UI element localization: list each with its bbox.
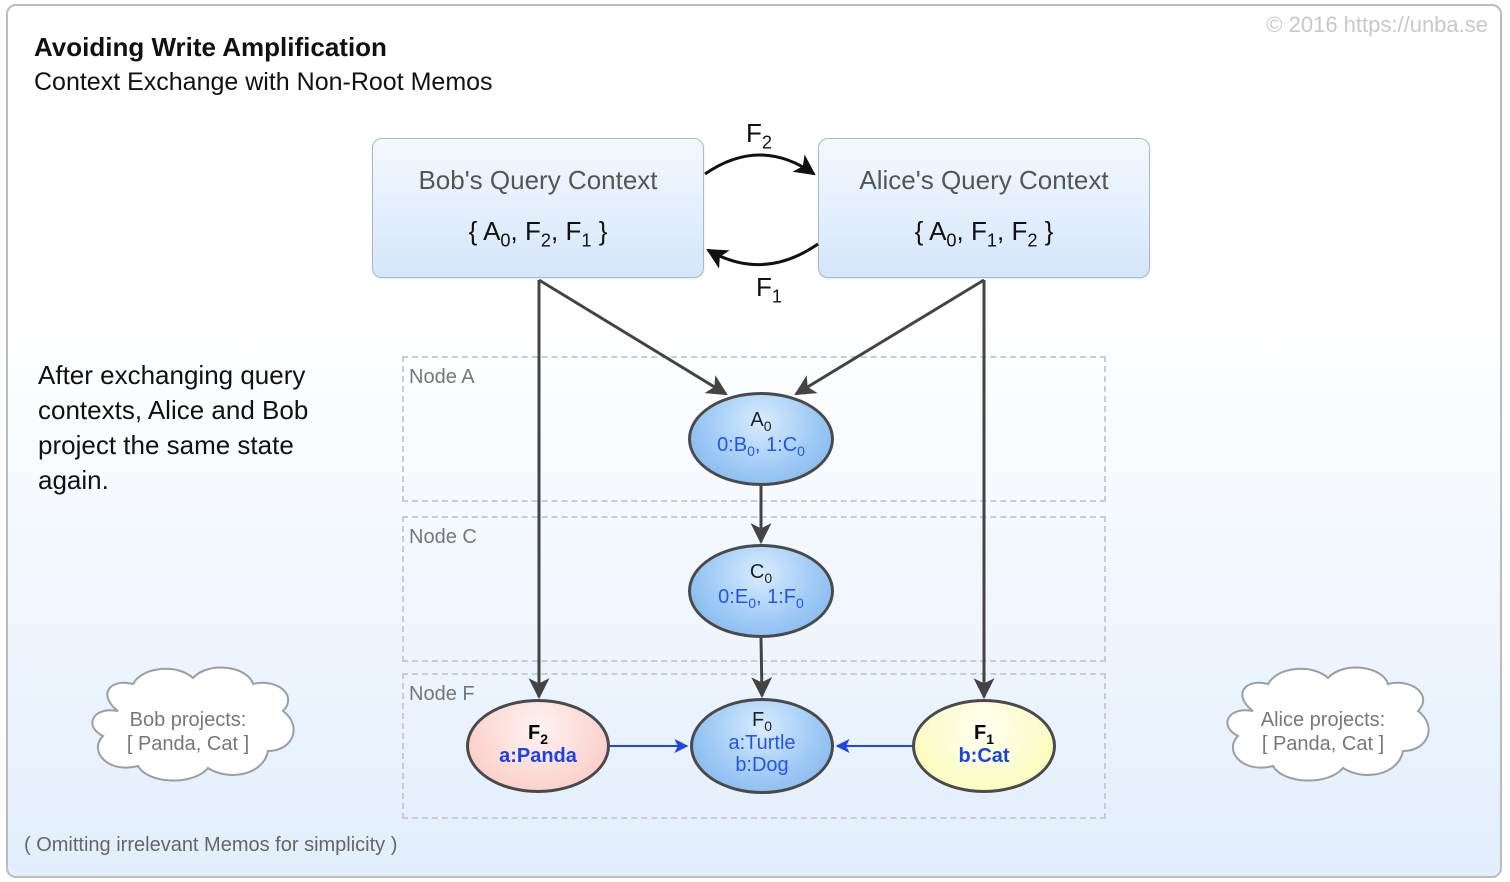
alice-context-item: F2 (1011, 216, 1038, 251)
footnote: ( Omitting irrelevant Memos for simplici… (24, 834, 398, 856)
edge-c0-to-f0 (751, 637, 773, 699)
bob-query-context: Bob's Query Context { A0, F2, F1 } (372, 138, 704, 278)
bob-context-item: F1 (565, 216, 592, 251)
memo-f0-name: F0 (751, 709, 772, 734)
bob-context-set: { A0, F2, F1 } (468, 216, 608, 251)
diagram-frame: Avoiding Write Amplification Context Exc… (6, 4, 1502, 878)
bob-context-item: A0 (483, 216, 511, 251)
memo-c0: C0 0:E0, 1:F0 (688, 544, 834, 638)
memo-f0-value: b:Dog (735, 754, 789, 776)
bob-context-item: F2 (525, 216, 552, 251)
memo-f2: F2 a:Panda (466, 699, 610, 793)
alice-query-context: Alice's Query Context { A0, F1, F2 } (818, 138, 1150, 278)
alice-context-title: Alice's Query Context (859, 165, 1109, 195)
memo-c0-edges: 0:E0, 1:F0 (718, 586, 804, 611)
memo-f1-value: b:Cat (958, 745, 1010, 767)
memo-f1-name: F1 (973, 722, 994, 747)
alice-context-item: A0 (929, 216, 957, 251)
bob-context-title: Bob's Query Context (418, 165, 658, 195)
node-a-box: Node A (402, 356, 1106, 502)
memo-a0: A0 0:B0, 1:C0 (688, 392, 834, 486)
cloud-shapes (91, 666, 1430, 782)
memo-f2-name: F2 (527, 722, 548, 747)
exchange-arrow-bob-to-alice (704, 153, 816, 176)
memo-c0-edge: 0:E0 (718, 586, 756, 611)
memo-f0: F0 a:Turtle b:Dog (690, 698, 834, 794)
alice-cloud-shape (1226, 666, 1430, 782)
memo-a0-name: A0 (750, 409, 772, 434)
alice-projects-label: Alice projects: (1260, 709, 1386, 731)
alice-projects-value: [ Panda, Cat ] (1261, 733, 1385, 755)
edge-layer (528, 153, 995, 753)
memo-a0-edge: 0:B0 (717, 434, 755, 459)
description-text: After exchanging query contexts, Alice a… (38, 360, 309, 495)
alice-context-item: F1 (971, 216, 998, 251)
node-c-box: Node C (402, 516, 1106, 662)
exchange-bottom-label: F1 (756, 272, 783, 307)
memo-f2-value: a:Panda (499, 745, 577, 767)
edge-alice-to-a0 (794, 278, 985, 396)
bob-projects-label: Bob projects: (129, 709, 247, 731)
node-a-label: Node A (409, 366, 475, 388)
node-f-box: Node F (402, 673, 1106, 819)
page-subtitle: Context Exchange with Non-Root Memos (34, 68, 493, 96)
memo-a0-edge: 1:C0 (766, 434, 805, 459)
exchange-arrow-alice-to-bob (706, 242, 819, 269)
alice-projects-cloud: Alice projects: [ Panda, Cat ] (1223, 708, 1423, 756)
memo-f0-value: a:Turtle (728, 732, 796, 754)
bob-cloud-shape (91, 666, 295, 782)
memo-c0-edge: 1:F0 (767, 586, 804, 611)
exchange-top-label: F2 (746, 118, 773, 153)
edge-bob-to-a0 (538, 278, 728, 396)
page-title: Avoiding Write Amplification (34, 32, 387, 62)
copyright-notice: © 2016 https://unba.se (1266, 12, 1488, 37)
alice-context-set: { A0, F1, F2 } (914, 216, 1054, 251)
memo-c0-name: C0 (749, 561, 773, 586)
memo-a0-edges: 0:B0, 1:C0 (717, 434, 805, 459)
node-f-label: Node F (409, 683, 475, 705)
bob-projects-value: [ Panda, Cat ] (126, 733, 250, 755)
memo-f1: F1 b:Cat (912, 699, 1056, 793)
bob-projects-cloud: Bob projects: [ Panda, Cat ] (88, 708, 288, 756)
node-c-label: Node C (409, 526, 477, 548)
